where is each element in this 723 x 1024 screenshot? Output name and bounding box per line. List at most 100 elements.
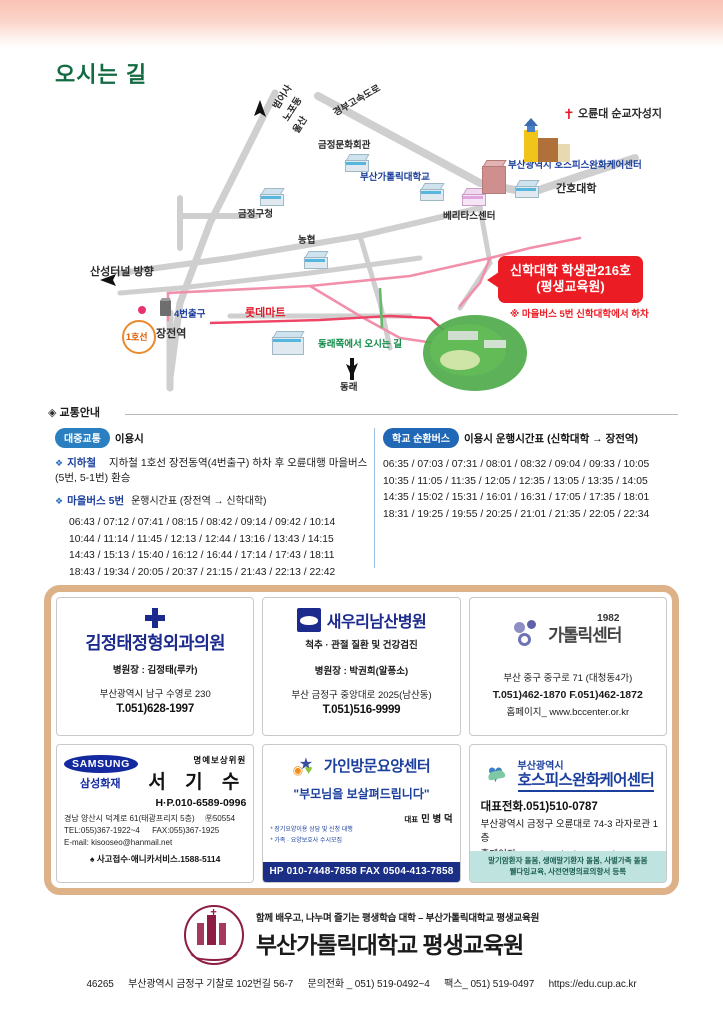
footer-tel: 051) 519-0492~4 [354, 979, 430, 990]
shuttle-times-row: 10:35 / 11:05 / 11:35 / 12:05 / 12:35 / … [383, 475, 648, 487]
shrine-building-icon [524, 118, 570, 162]
diamond-icon: ◈ [48, 407, 57, 419]
building-icon-nursing [514, 180, 540, 198]
ad4-detail-block: 경남 양산시 덕계로 61(태광프리지 5층) ㉾50554 TEL:055)3… [64, 813, 246, 849]
ad1-address: 부산광역시 남구 수영로 230 [99, 689, 211, 700]
ad6-name-block: 부산광역시 호스피스완화케어센터 [517, 757, 655, 792]
ad-saeuri-namsan-hospital[interactable]: 새우리남산병원 척추 · 관절 질환 및 건강검진 병원장 : 박권희(알퐁소)… [262, 597, 461, 736]
ad4-zip: ㉾50554 [204, 814, 236, 823]
callout-note: ※ 마을버스 5번 신학대학에서 하차 [510, 309, 649, 320]
ad4-email: E-mail: kisooseo@hanmail.net [64, 838, 173, 847]
page-title: 오시는 길 [55, 62, 148, 87]
ad3-address: 부산 중구 중구로 71 (대청동4가) [503, 673, 633, 684]
ad4-tel: TEL:055)367-1922~4 [64, 826, 140, 835]
ad3-year: 1982 [597, 612, 620, 624]
ad2-address: 부산 금정구 중앙대로 2025(남산동) [291, 690, 432, 701]
ad6-service-line-1: 말기암환자 돌봄, 생애말기환자 돌봄, 사별가족 돌봄 [488, 855, 648, 865]
map-label-nonghyup: 농협 [298, 235, 316, 246]
ad5-rep-name: 민 병 덕 [421, 814, 453, 825]
map-label-nursing-college: 간호대학 [556, 183, 597, 195]
destination-callout: 신학대학 학생관216호 (평생교육원) [487, 256, 643, 303]
village-bus-times-row: 06:43 / 07:12 / 07:41 / 08:15 / 08:42 / … [69, 516, 336, 528]
map-label-geumjeong-culture-hall: 금정문화회관 [318, 140, 371, 151]
callout-line-2: (평생교육원) [536, 279, 605, 295]
footer-tel-label: 문의전화 _ [307, 979, 353, 990]
map-label-dongnae: 동래 [340, 382, 358, 393]
section-divider [125, 414, 678, 415]
bullet-diamond-icon-2: ❖ [55, 496, 64, 507]
samsung-logo-icon: SAMSUNG [64, 755, 138, 773]
footer-text-block: 함께 배우고, 나누며 즐기는 평생학습 대학 – 부산가톨릭대학교 평생교육원… [256, 910, 539, 960]
ad3-logo-row: 가톨릭센터 1982 [477, 613, 659, 646]
station-dot-marker [138, 306, 146, 314]
ad2-header: 새우리남산병원 [270, 608, 452, 632]
ad1-clinic-name: 김정태정형외과의원 [85, 633, 225, 653]
village-bus-times: 06:43 / 07:12 / 07:41 / 08:15 / 08:42 / … [69, 515, 375, 582]
ad3-center-name: 가톨릭센터 [548, 625, 622, 645]
ad-busan-hospice-center[interactable]: ♥ 부산광역시 호스피스완화케어센터 대표전화.051)510-0787 부산광… [468, 744, 667, 883]
ad5-note-2: * 가족 · 요양보호사 수시모집 [270, 837, 343, 844]
top-gradient-band [0, 0, 723, 48]
column-divider [374, 428, 375, 568]
footer-zip: 46265 [86, 979, 114, 990]
shuttle-times-row: 18:31 / 19:25 / 19:55 / 20:25 / 21:01 / … [383, 509, 650, 521]
ad2-director: 병원장 : 박권희(알퐁소) [314, 666, 409, 677]
ad5-center-name: 가인방문요양센터 [323, 757, 431, 775]
medical-cross-icon [145, 608, 166, 628]
map-label-hospice-center: 부산광역시 호스피스완화케어센터 [508, 160, 642, 171]
ad4-person-name: 서 기 수 [148, 772, 247, 793]
ad4-address: 경남 양산시 덕계로 61(태광프리지 5층) [64, 814, 195, 823]
map-label-line-1: 1호선 [126, 332, 148, 342]
village-bus-title: 운행시간표 (장전역 → 신학대학) [131, 496, 267, 508]
building-icon-university [419, 183, 445, 201]
ad6-center-name: 호스피스완화케어센터 [517, 772, 655, 792]
ad2-hospital-name: 새우리남산병원 [326, 614, 427, 631]
hospital-logo-icon [296, 608, 321, 632]
ad6-service-line-2: 웰다잉교육, 사전연명의료의향서 등록 [509, 866, 627, 876]
ad3-homepage: 홈페이지_ www.bccenter.or.kr [506, 707, 630, 718]
subway-bullet: ❖지하철 지하철 1호선 장전동역(4번출구) 하차 후 오륜대행 마을버스 (… [55, 456, 375, 486]
hospice-heart-hand-icon: ♥ [482, 760, 512, 787]
building-icon-hospice [481, 160, 507, 194]
traffic-heading-label: 교통안내 [59, 407, 100, 419]
building-icon-district-office [259, 188, 285, 206]
map-label-busan-catholic-university: 부산가톨릭대학교 [360, 172, 430, 183]
bullet-diamond-icon: ❖ [55, 458, 64, 468]
map-label-geumjeong-district-office: 금정구청 [238, 209, 273, 220]
footer-tagline: 함께 배우고, 나누며 즐기는 평생학습 대학 – 부산가톨릭대학교 평생교육원 [255, 913, 540, 924]
building-icon-nonghyup [303, 251, 329, 269]
ad5-note-1: * 장기요양이용 상담 및 신청 대행 [270, 827, 353, 833]
map-label-veritas-center: 베리타스센터 [443, 211, 496, 222]
map-label-sanseong-tunnel: 산성터널 방향 [90, 266, 154, 278]
ad6-city: 부산광역시 [517, 761, 564, 772]
footer-url[interactable]: https://edu.cup.ac.kr [548, 979, 637, 990]
ad3-tel: T.051)462-1870 F.051)462-1872 [492, 689, 643, 701]
ad4-brand-kr: 삼성화재 [80, 778, 121, 790]
public-transport-use-label: 이용시 [114, 432, 144, 445]
ad5-slogan: "부모님을 보살펴드립니다" [293, 787, 430, 801]
village-bus-times-row: 18:43 / 19:34 / 20:05 / 20:37 / 21:15 / … [69, 566, 336, 578]
cross-icon: ✝ [563, 106, 575, 122]
ad5-contact-bar: HP 010-7448-7858 FAX 0504-413-7858 [263, 862, 460, 882]
gain-center-logo-icon: ★♥◉ [292, 756, 314, 777]
shuttle-title: 이용시 운행시간표 (신학대학 → 장전역) [463, 432, 639, 445]
ad4-role: 명예보상위원 [193, 755, 247, 765]
map-label-jangjeon-station: 장전역 [156, 328, 187, 340]
map-roads [100, 89, 639, 392]
ad-catholic-center[interactable]: 가톨릭센터 1982 부산 중구 중구로 71 (대청동4가) T.051)46… [468, 597, 667, 736]
callout-line-1: 신학대학 학생관216호 [510, 263, 631, 278]
ad-kimjeongtae-orthopedic[interactable]: 김정태정형외과의원 병원장 : 김정태(루카) 부산광역시 남구 수영로 230… [56, 597, 255, 736]
village-bus-times-row: 10:44 / 11:14 / 11:45 / 12:13 / 12:44 / … [69, 533, 334, 545]
ad-samsung-fire[interactable]: SAMSUNG 삼성화재 명예보상위원 서 기 수 H·P.010-6589-0… [56, 744, 255, 883]
shuttle-times: 06:35 / 07:03 / 07:31 / 08:01 / 08:32 / … [383, 457, 683, 524]
village-bus-label: 마을버스 5번 [67, 495, 125, 508]
footer-brand-row: ✝ 함께 배우고, 나누며 즐기는 평생학습 대학 – 부산가톨릭대학교 평생교… [0, 905, 723, 965]
ad4-mobile: H·P.010-6589-0996 [155, 797, 247, 809]
ad3-center-name-wrap: 가톨릭센터 1982 [548, 613, 622, 646]
building-icon-lotte-mart [271, 331, 305, 355]
footer-fax-label: 팩스_ [444, 979, 468, 990]
ad6-services-bar: 말기암환자 돌봄, 생애말기환자 돌봄, 사별가족 돌봄 웰다잉교육, 사전연명… [469, 850, 666, 882]
